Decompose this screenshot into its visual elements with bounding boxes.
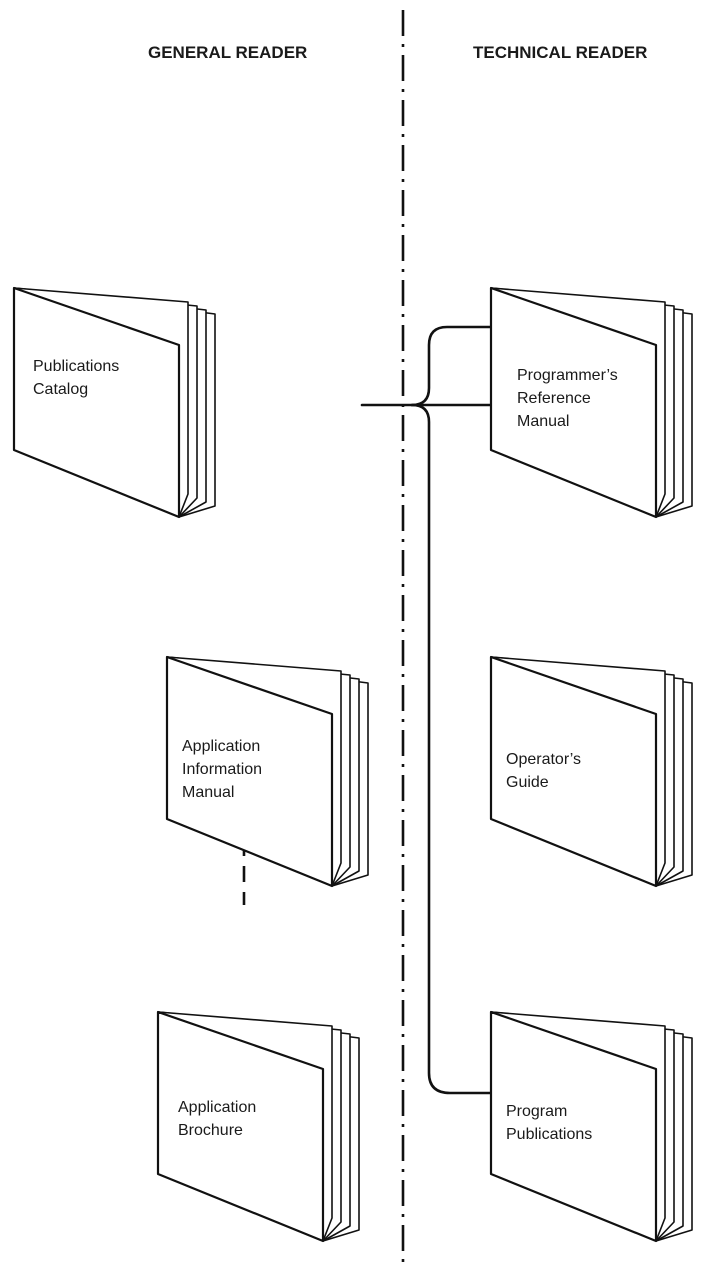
book-cover: [165, 655, 334, 888]
book-title-line: Guide: [506, 774, 549, 791]
book-title-line: Catalog: [33, 381, 88, 398]
book-title-line: Reference: [517, 390, 591, 407]
trunk-to-programmers-manual-connector: [410, 325, 494, 407]
book-title-line: Manual: [517, 413, 569, 430]
technical-reader-header: TECHNICAL READER: [473, 43, 647, 62]
book-title-line: Operator’s: [506, 751, 581, 768]
book-title-line: Application: [182, 738, 260, 755]
trunk-to-program-publications-connector: [410, 403, 494, 1095]
book-cover: [489, 286, 658, 519]
book-cover: [489, 1010, 658, 1243]
book-cover: [156, 1010, 325, 1243]
book-title-line: Program: [506, 1103, 567, 1120]
book-title-line: Brochure: [178, 1122, 243, 1139]
general-reader-header: GENERAL READER: [148, 43, 307, 62]
book-title-line: Application: [178, 1099, 256, 1116]
book-cover: [12, 286, 181, 519]
book-title-line: Manual: [182, 784, 234, 801]
books-layer: PublicationsCatalogApplicationInformatio…: [12, 286, 693, 1243]
book-title-line: Information: [182, 761, 262, 778]
book-cover: [489, 655, 658, 888]
book-title-line: Programmer’s: [517, 367, 618, 384]
book-title-line: Publications: [506, 1126, 592, 1143]
book-title-line: Publications: [33, 358, 119, 375]
